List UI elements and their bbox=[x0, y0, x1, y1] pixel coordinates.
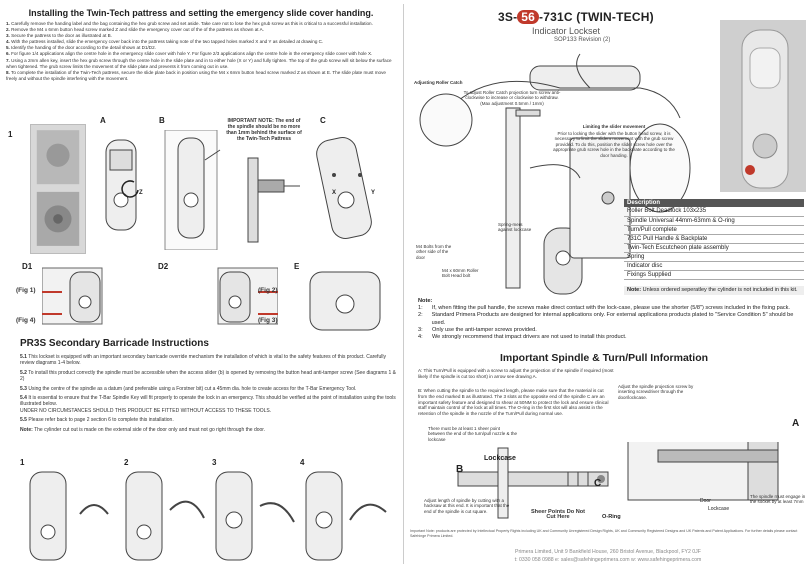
list-item: 4:We strongly recommend that impact driv… bbox=[418, 334, 627, 341]
description-table: Description Roller Bolt Deadlock 103x235… bbox=[624, 199, 804, 280]
step-item: 1. Carefully remove the handing label an… bbox=[6, 21, 373, 26]
fig-b-label: B bbox=[159, 116, 165, 125]
spindle-info-b: B: When cutting the spindle to the requi… bbox=[418, 388, 609, 417]
drawing-b-label: B bbox=[456, 464, 464, 475]
pattress-title: Installing the Twin-Tech pattress and se… bbox=[28, 8, 374, 18]
diagram-c bbox=[304, 130, 396, 250]
pattress-photo-drawing bbox=[36, 130, 80, 246]
limit-slider-text: Prior to locking the slider with the but… bbox=[553, 131, 675, 158]
adjust-roller-catch-text: To adjust Roller Catch projection turn s… bbox=[463, 90, 561, 106]
table-row: Spring bbox=[624, 252, 804, 262]
table-row: 731C Pull Handle & Backplate bbox=[624, 234, 804, 244]
ip-notice: Important Note: products are protected b… bbox=[410, 529, 798, 538]
drawing-c-label: C bbox=[594, 478, 602, 489]
fig-c-label: C bbox=[320, 116, 326, 125]
right-panel: 3S-56-731C (TWIN-TECH) Indicator Lockset… bbox=[404, 0, 808, 571]
spindle-diagram bbox=[228, 150, 302, 250]
fig-1-callout: (Fig 1) bbox=[16, 287, 36, 294]
limit-slider-title: Limiting the slider movement bbox=[582, 124, 646, 129]
door-label: Door bbox=[700, 498, 711, 504]
sop-revision: SOP133 Revision (2) bbox=[554, 37, 611, 43]
step-item: 6. For figure 1/4 applications align the… bbox=[6, 51, 373, 57]
step-item: 5. Identify the handing of the door acco… bbox=[6, 45, 156, 51]
pattress-steps: 1. Carefully remove the handing label an… bbox=[6, 21, 396, 82]
list-item: 2:Standard Primera Products are designed… bbox=[418, 312, 794, 326]
lockcase-label: Lockcase bbox=[484, 455, 516, 462]
table-row: Indicator disc bbox=[624, 261, 804, 271]
table-row: Spindle Universal 44mm-63mm & O-ring bbox=[624, 216, 804, 226]
table-row: Twin-Tech Escutcheon plate assembly bbox=[624, 243, 804, 253]
z-callout: Z bbox=[139, 190, 143, 196]
diagram-e bbox=[300, 270, 396, 332]
diagram-num-3: 3 bbox=[212, 458, 217, 467]
diagram-d1 bbox=[42, 262, 142, 326]
table-row: Roller Bolt Deadlock 103x235 bbox=[624, 207, 804, 217]
step-item: 4. With the pattress installed, slide th… bbox=[6, 39, 324, 45]
adjust-projection-text: Adjust the spindle projection screw by i… bbox=[618, 384, 694, 400]
cylinder-note: Note: Unless ordered seperatley the cyli… bbox=[624, 286, 804, 295]
notes-list: Note: 1:If, when fitting the pull handle… bbox=[418, 298, 798, 341]
diagram-d2 bbox=[178, 262, 278, 326]
y-callout: Y bbox=[371, 190, 376, 196]
diagram-num-1: 1 bbox=[20, 458, 25, 467]
page-divider bbox=[403, 4, 404, 564]
spring-label: Spring-mers against lockcase bbox=[498, 222, 532, 233]
step-item: 2. Remove the M4 x 6mm button head screw… bbox=[6, 27, 264, 33]
x-callout: X bbox=[332, 190, 337, 196]
fig-d2-label: D2 bbox=[158, 262, 169, 271]
fig-e-label: E bbox=[294, 262, 300, 271]
product-title: 3S-56-731C (TWIN-TECH) bbox=[498, 10, 654, 24]
o-ring-label: O-Ring bbox=[602, 514, 621, 520]
sheer-points-label: Sheer Points Do Not Cut Here bbox=[530, 509, 586, 521]
table-row: Fixings Supplied bbox=[624, 270, 804, 280]
product-subtitle: Indicator Lockset bbox=[532, 26, 601, 36]
pattress-photo bbox=[30, 124, 86, 254]
left-panel: Installing the Twin-Tech pattress and se… bbox=[6, 8, 396, 562]
list-item: 3:Only use the anti-tamper screws provid… bbox=[418, 326, 537, 333]
barricade-diagrams bbox=[20, 470, 396, 562]
fig-1-label: 1 bbox=[8, 130, 13, 139]
spindle-drawing bbox=[418, 442, 798, 528]
m4-bolt-label: M4 Bolts from the other side of the door bbox=[416, 244, 452, 260]
product-number-badge: 56 bbox=[517, 10, 540, 24]
list-item: 1:If, when fitting the pull handle, the … bbox=[418, 305, 790, 312]
fig-a-label: A bbox=[100, 116, 106, 125]
step-item: 8. To complete the installation of the T… bbox=[6, 69, 386, 81]
diagram-a bbox=[94, 130, 152, 250]
spindle-info-a: A: This Turn/Pull is equipped with a scr… bbox=[418, 368, 614, 379]
fig-4-callout: (Fig 4) bbox=[16, 317, 36, 324]
step-item: 3. Secure the pattress to the door as il… bbox=[6, 33, 112, 39]
footer-contact: t: 0330 058 0988 e: sales@safehingeprime… bbox=[514, 557, 702, 563]
diagram-num-4: 4 bbox=[300, 458, 305, 467]
lockcase-label-2: Lockcase bbox=[708, 506, 730, 512]
notes-label: Note: bbox=[418, 298, 433, 304]
table-row: Turn/Pull complete bbox=[624, 225, 804, 235]
spindle-info-title: Important Spindle & Turn/Pull Informatio… bbox=[500, 352, 709, 364]
diagram-num-2: 2 bbox=[124, 458, 129, 467]
spindle-engage-note: The spindle must engage in the socket by… bbox=[750, 494, 806, 505]
drawing-a-label: A bbox=[792, 418, 800, 429]
spindle-important-note: IMPORTANT NOTE: The end of the spindle s… bbox=[226, 118, 302, 142]
description-header: Description bbox=[624, 199, 804, 207]
warning-text: UNDER NO CIRCUMSTANCES SHOULD THIS PRODU… bbox=[20, 407, 272, 414]
adjust-length-note: Adjust length of spindle by cutting with… bbox=[424, 498, 510, 514]
product-photo bbox=[720, 20, 806, 192]
diagram-b bbox=[160, 130, 222, 250]
pr3s-text: 5.1 This lockset is equipped with an imp… bbox=[20, 354, 396, 433]
fig-d1-label: D1 bbox=[22, 262, 33, 271]
pr3s-title: PR3S Secondary Barricade Instructions bbox=[20, 338, 209, 349]
fig-2-callout: (Fig 2) bbox=[258, 287, 278, 294]
adjust-roller-catch-label: Adjusting Roller Catch bbox=[414, 80, 463, 85]
footer-address: Primera Limited, Unit 9 Bankfield House,… bbox=[515, 549, 701, 555]
fig-3-callout: (Fig 3) bbox=[258, 317, 278, 324]
fixing-label: M4 x 60mm Roller Bolt Head bolt bbox=[442, 268, 479, 279]
sheer-point-note: There must be at least 1 sheer point bet… bbox=[428, 426, 518, 442]
step-item: 7. Using a 2mm allen key, insert the hex… bbox=[6, 57, 392, 69]
